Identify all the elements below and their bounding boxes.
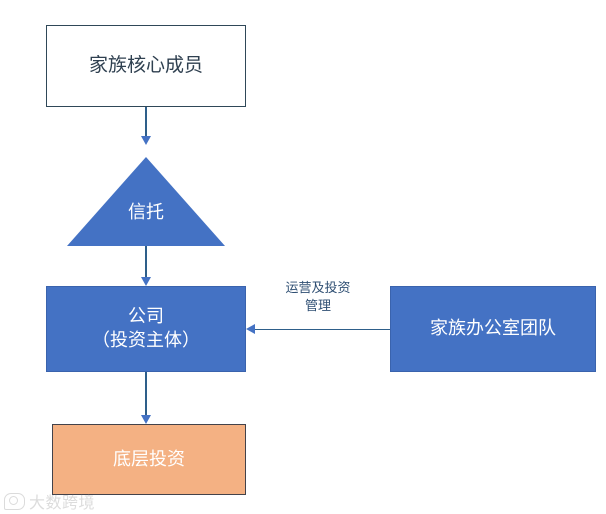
arrowhead-left-icon-office-to-company — [246, 324, 255, 334]
node-company[interactable]: 公司 （投资主体） — [46, 286, 246, 372]
node-family-core-label: 家族核心成员 — [88, 55, 203, 77]
arrowhead-down-icon-family-to-trust — [140, 136, 151, 145]
speech-bubble-logo-icon — [4, 492, 25, 510]
arrowhead-down-icon-trust-to-company — [140, 277, 151, 286]
connector-family-core-to-trust — [145, 107, 147, 137]
connector-trust-to-company — [145, 246, 147, 278]
node-company-label-line2: （投资主体） — [92, 330, 200, 350]
node-family-core[interactable]: 家族核心成员 — [46, 25, 246, 107]
node-trust[interactable]: 信托 — [67, 157, 225, 246]
edge-label-line2: 管理 — [304, 298, 331, 314]
node-trust-label: 信托 — [128, 202, 164, 222]
arrowhead-down-icon-company-to-underlying — [140, 415, 151, 424]
watermark-text: 大数跨境 — [29, 495, 96, 512]
node-family-office-team-label: 家族办公室团队 — [430, 318, 556, 339]
connector-company-to-underlying-investment — [145, 372, 147, 416]
node-underlying-investment-label: 底层投资 — [113, 448, 185, 469]
connector-family-office-to-company — [254, 328, 390, 331]
edge-label-operations-and-investment-management: 运营及投资 管理 — [262, 279, 374, 316]
node-underlying-investment[interactable]: 底层投资 — [52, 424, 246, 495]
node-company-label-line1: 公司 — [128, 306, 164, 327]
edge-label-line1: 运营及投资 — [285, 280, 351, 295]
node-family-office-team[interactable]: 家族办公室团队 — [390, 286, 596, 372]
watermark: 大数跨境 — [4, 489, 95, 513]
triangle-shape — [67, 157, 225, 246]
